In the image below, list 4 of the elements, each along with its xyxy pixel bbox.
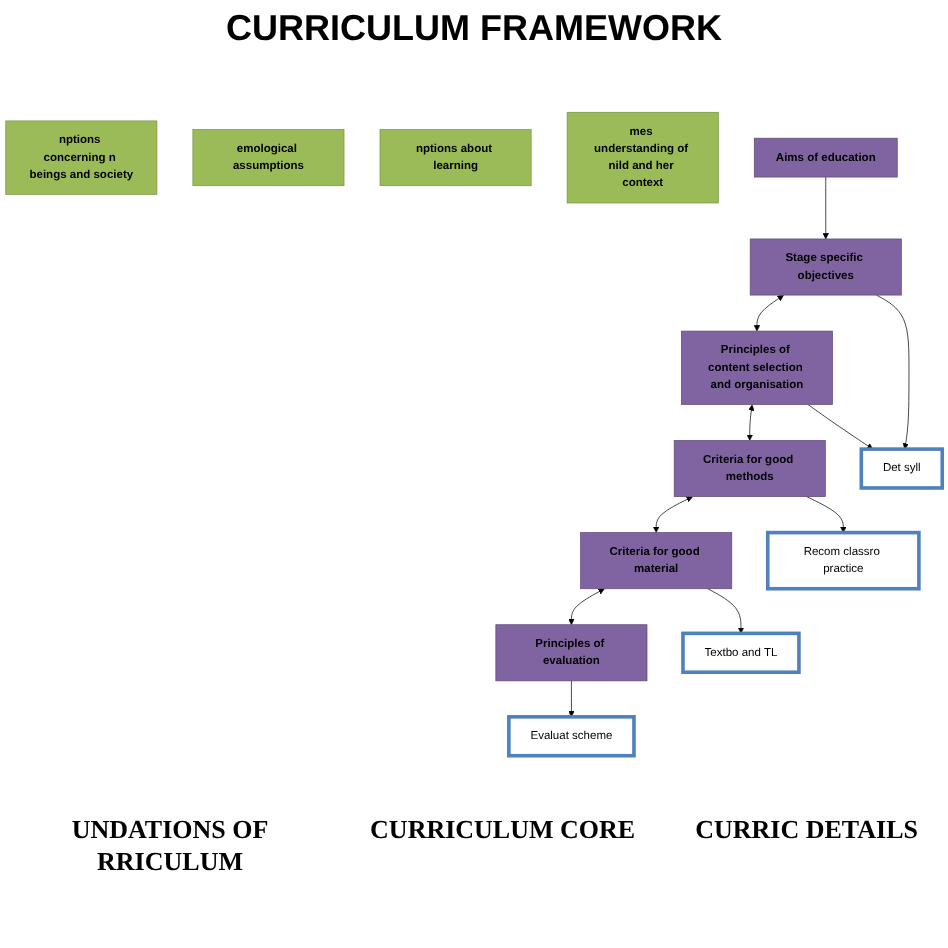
column-heading: UNDATIONS OF RRICULUM (69, 814, 271, 878)
diagram-title: CURRICULUM FRAMEWORK (224, 8, 724, 50)
column-heading: CURRIC DETAILS (695, 814, 918, 848)
column-heading: CURRICULUM CORE (370, 814, 636, 848)
